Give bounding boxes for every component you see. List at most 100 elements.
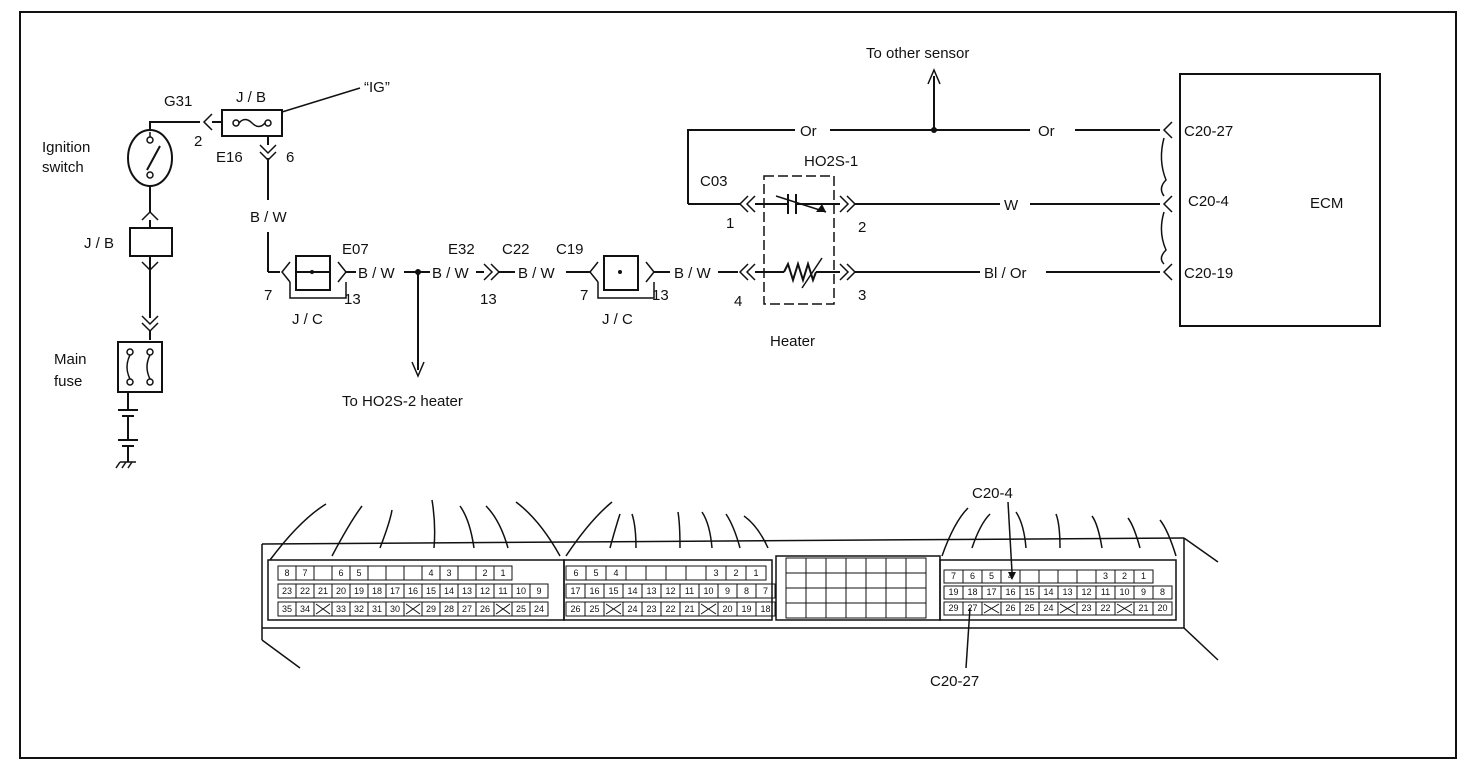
center-grid-cell xyxy=(825,602,847,619)
pin-number: 10 xyxy=(1119,587,1129,597)
label-pin6: 6 xyxy=(286,149,294,166)
pin-cell xyxy=(529,601,549,617)
pin-cell xyxy=(403,565,423,581)
pin-number: 25 xyxy=(1024,603,1034,613)
pin-number: 11 xyxy=(1101,587,1110,597)
pin-cell xyxy=(1152,601,1173,616)
pin-number: 29 xyxy=(426,604,436,614)
label-pin2-g31: 2 xyxy=(194,133,202,150)
empty-cavity-mark xyxy=(605,603,622,615)
label-or2: Or xyxy=(1038,123,1055,140)
center-grid-cell xyxy=(785,572,807,589)
center-grid-cell xyxy=(825,557,847,574)
label-to-ho2s2: To HO2S-2 heater xyxy=(342,393,463,410)
empty-cavity-mark xyxy=(983,603,1000,614)
label-bw-vertical: B / W xyxy=(250,209,288,226)
pin-number: 24 xyxy=(1043,603,1053,613)
label-main-fuse-2: fuse xyxy=(54,373,82,390)
pin-number: 11 xyxy=(498,586,507,596)
center-grid-cell xyxy=(845,572,867,589)
pin-number: 7 xyxy=(302,568,307,578)
pin-number: 13 xyxy=(462,586,472,596)
center-grid-cell xyxy=(845,557,867,574)
pin-number: 2 xyxy=(482,568,487,578)
pin-number: 27 xyxy=(967,603,977,613)
label-ig: “IG” xyxy=(364,79,390,96)
center-grid-cell xyxy=(865,572,887,589)
pin-number: 21 xyxy=(1138,603,1148,613)
pin-number: 21 xyxy=(684,604,694,614)
label-bw1: B / W xyxy=(358,265,396,282)
pin-cell xyxy=(385,565,405,581)
label-ecm: ECM xyxy=(1310,195,1343,212)
label-to-other-sensor: To other sensor xyxy=(866,45,969,62)
label-pin4: 4 xyxy=(734,293,742,310)
center-grid-cell xyxy=(865,602,887,619)
main-fuse-box xyxy=(117,341,163,393)
pin-cell xyxy=(755,601,776,617)
pin-number: 3 xyxy=(713,568,718,578)
label-jc2-pin7: 7 xyxy=(580,287,588,304)
center-grid-cell xyxy=(845,602,867,619)
label-c22: C22 xyxy=(502,241,530,258)
label-jc1-pin7: 7 xyxy=(264,287,272,304)
pin-cell xyxy=(367,565,387,581)
pin-number: 23 xyxy=(282,586,292,596)
center-grid-cell xyxy=(905,572,927,589)
pin-number: 12 xyxy=(1081,587,1091,597)
pin-number: 34 xyxy=(300,604,310,614)
ho2s1-section xyxy=(687,68,1160,305)
center-grid-cell xyxy=(865,557,887,574)
label-bw2: B / W xyxy=(432,265,470,282)
label-w: W xyxy=(1004,197,1019,214)
empty-cavity-mark xyxy=(405,603,421,615)
pin-number: 9 xyxy=(725,586,730,596)
pin-number: 14 xyxy=(444,586,454,596)
pin-number: 18 xyxy=(967,587,977,597)
center-grid-cell xyxy=(865,587,887,604)
pin-number: 20 xyxy=(722,604,732,614)
ho2s1-sensor-box xyxy=(763,175,835,305)
empty-cavity-mark xyxy=(495,603,511,615)
label-c20-4: C20-4 xyxy=(1188,193,1229,210)
pin-number: 25 xyxy=(516,604,526,614)
label-jb-top: J / B xyxy=(236,89,266,106)
center-grid-cell xyxy=(805,557,827,574)
center-grid-cell xyxy=(825,572,847,589)
pin-number: 23 xyxy=(646,604,656,614)
pin-number: 3 xyxy=(446,568,451,578)
pin-number: 28 xyxy=(444,604,454,614)
center-grid-cell xyxy=(905,557,927,574)
label-ho2s1: HO2S-1 xyxy=(804,153,858,170)
jb-mid-box xyxy=(129,227,173,257)
pin-number: 16 xyxy=(1005,587,1015,597)
pin-number: 14 xyxy=(1043,587,1053,597)
label-jc1: J / C xyxy=(292,311,323,328)
ecm-section xyxy=(1160,73,1381,327)
ecm-box xyxy=(1179,73,1381,327)
label-conn-c20-27: C20-27 xyxy=(930,673,979,690)
label-c19: C19 xyxy=(556,241,584,258)
pin-number: 19 xyxy=(354,586,364,596)
label-pin3: 3 xyxy=(858,287,866,304)
label-main-fuse-1: Main xyxy=(54,351,87,368)
pin-number: 22 xyxy=(300,586,310,596)
pin-number: 7 xyxy=(763,586,768,596)
label-or1: Or xyxy=(800,123,817,140)
pin-number: 6 xyxy=(338,568,343,578)
pin-cell xyxy=(665,565,687,581)
pin-number: 13 xyxy=(646,586,656,596)
label-c03: C03 xyxy=(700,173,728,190)
label-e07: E07 xyxy=(342,241,369,258)
pin-cell xyxy=(1133,569,1154,584)
pin-cell xyxy=(625,565,647,581)
pin-number: 15 xyxy=(608,586,618,596)
label-jc2: J / C xyxy=(602,311,633,328)
pin-number: 14 xyxy=(627,586,637,596)
pin-number: 20 xyxy=(336,586,346,596)
power-supply-section xyxy=(115,87,361,469)
label-jc1-pin13: 13 xyxy=(344,291,361,308)
pin-number: 31 xyxy=(372,604,382,614)
pin-number: 27 xyxy=(462,604,472,614)
